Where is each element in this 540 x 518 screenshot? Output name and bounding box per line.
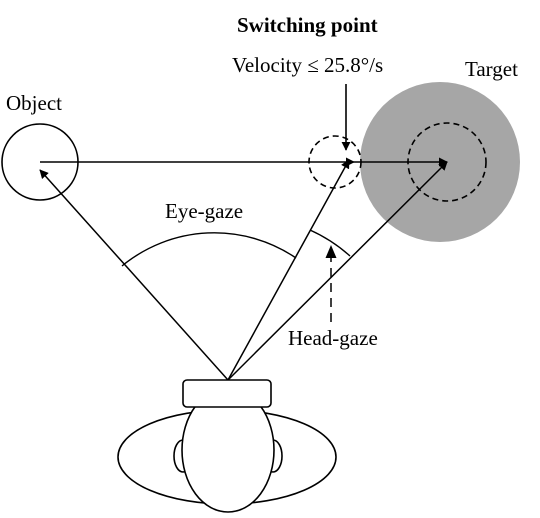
gaze-ray-to-target bbox=[227, 161, 448, 381]
head-gaze-label: Head-gaze bbox=[288, 326, 378, 350]
eye-gaze-label: Eye-gaze bbox=[165, 199, 243, 223]
eye-gaze-angle-arc bbox=[121, 232, 297, 267]
velocity-threshold-label: Velocity ≤ 25.8°/s bbox=[232, 53, 383, 77]
switching-point-title: Switching point bbox=[237, 13, 378, 37]
target-label: Target bbox=[465, 57, 518, 81]
gaze-ray-to-switching-point bbox=[227, 159, 350, 381]
head-mounted-display bbox=[182, 379, 272, 408]
object-label: Object bbox=[6, 91, 62, 115]
head-gaze-angle-arc bbox=[309, 229, 351, 257]
gaze-ray-to-object bbox=[39, 169, 229, 381]
head-gaze-pointer-tip bbox=[325, 245, 337, 258]
head-figure bbox=[117, 379, 337, 513]
